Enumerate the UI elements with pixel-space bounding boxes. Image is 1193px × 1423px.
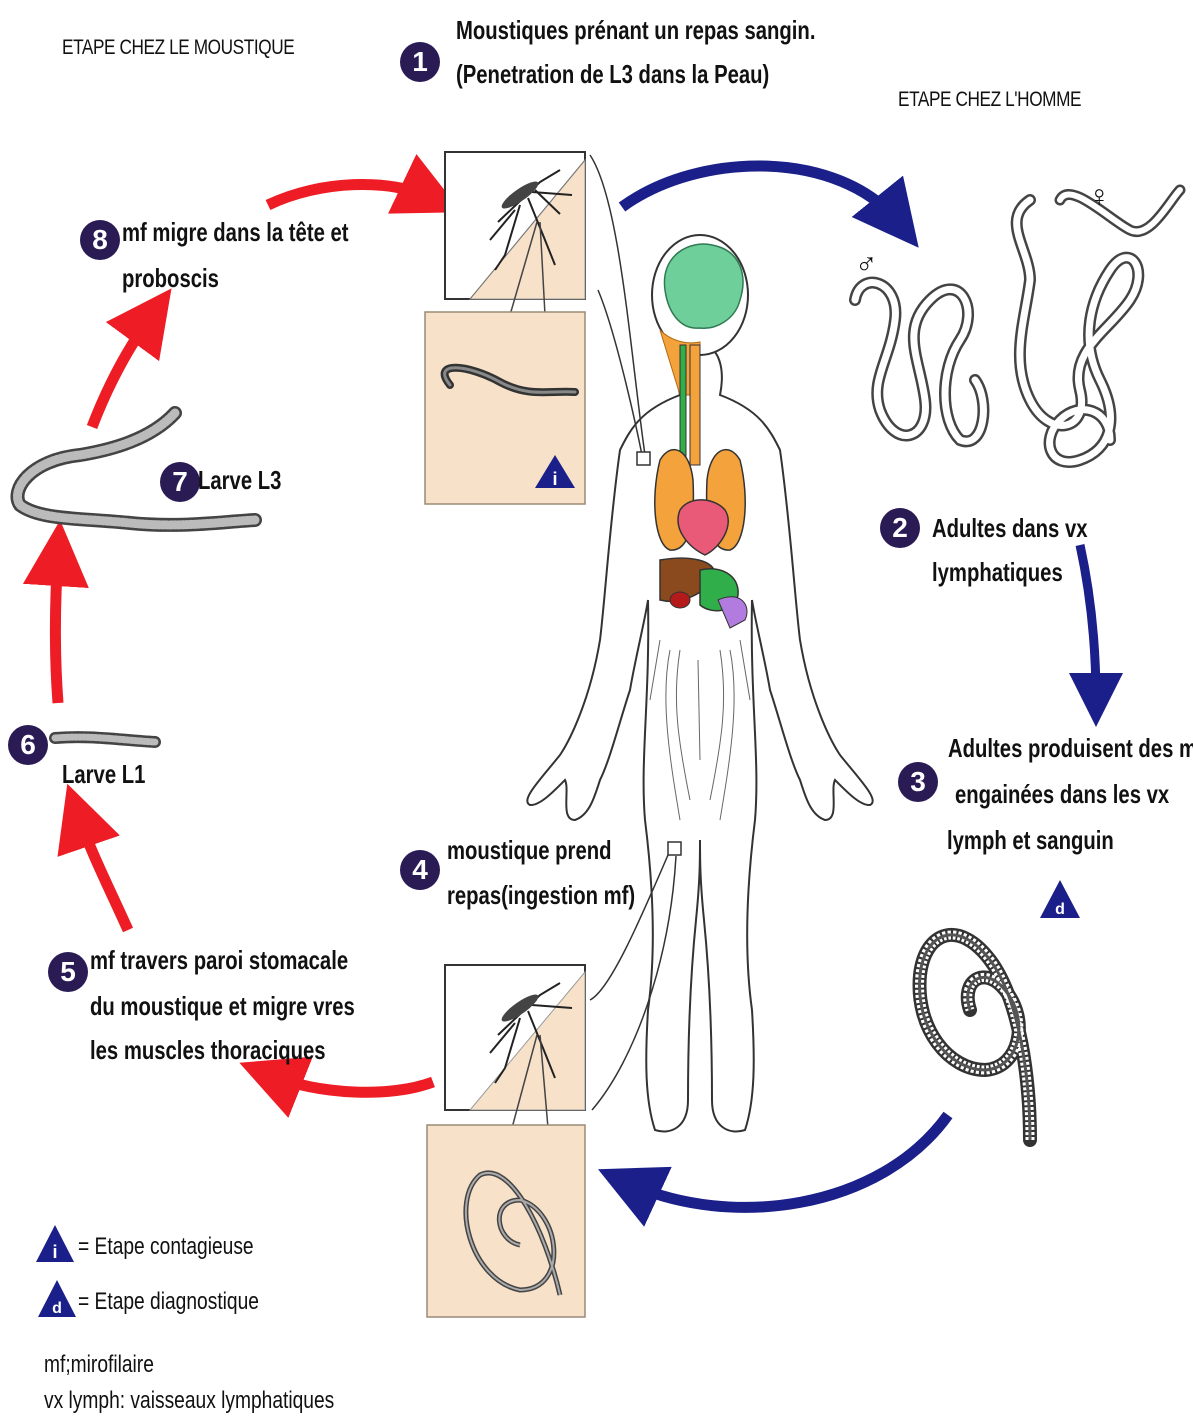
step-8-text-line2: proboscis <box>122 256 219 300</box>
brain <box>664 244 742 328</box>
step-3-text-line1: Adultes produisent des mf <box>948 726 1193 770</box>
legend-infective-icon: i <box>36 1225 74 1262</box>
step-2-badge: 2 <box>880 508 920 548</box>
diagnostic-stage-icon: d <box>1040 880 1080 918</box>
sheathed-microfilaria <box>920 935 1030 1140</box>
male-symbol: ♂ <box>855 248 878 282</box>
svg-text:i: i <box>52 1242 57 1262</box>
arrow-6-to-7 <box>55 553 58 703</box>
female-symbol: ♀ <box>1088 180 1111 214</box>
step-5-text-line1: mf travers paroi stomacale <box>90 938 348 982</box>
microfilaria-panel-bottom <box>427 1125 585 1317</box>
larva-l1 <box>55 737 155 742</box>
arrow-8-to-1 <box>268 184 432 205</box>
step-4-text-line2: repas(ingestion mf) <box>447 873 635 917</box>
step-6-text: Larve L1 <box>62 752 145 796</box>
step-5-badge: 5 <box>48 952 88 992</box>
mosquito-biting-panel-bottom <box>445 965 585 1110</box>
step-8-text-line1: mf migre dans la tête et <box>122 210 349 254</box>
step-2-text-line2: lymphatiques <box>932 550 1063 594</box>
step-6-badge: 6 <box>8 725 48 765</box>
arrow-2-to-3 <box>1080 545 1096 700</box>
step-3-text-line3: lymph et sanguin <box>947 818 1114 862</box>
legend-infective-label: = Etape contagieuse <box>78 1233 254 1261</box>
header-human-stage: ETAPE CHEZ L'HOMME <box>898 88 1081 112</box>
step-1-badge: 1 <box>400 42 440 82</box>
arrow-5-to-6 <box>78 815 128 930</box>
step-3-badge: 3 <box>898 762 938 802</box>
step-1-text-line1: Moustiques prénant un repas sangin. <box>456 8 815 52</box>
step-3-text-line2: engainées dans les vx <box>955 772 1169 816</box>
header-mosquito-stage: ETAPE CHEZ LE MOUSTIQUE <box>62 36 294 60</box>
step-5-text-line2: du moustique et migre vres <box>90 984 355 1028</box>
svg-text:i: i <box>552 469 557 489</box>
svg-text:d: d <box>1055 901 1065 918</box>
step-2-text-line1: Adultes dans vx <box>932 506 1088 550</box>
step-7-badge: 7 <box>160 462 200 502</box>
footnote-mf: mf;mirofilaire <box>44 1348 154 1382</box>
arrow-4-to-5 <box>270 1075 433 1092</box>
footnote-vx-lymph: vx lymph: vaisseaux lymphatiques <box>44 1384 334 1418</box>
step-1-text-line2: (Penetration de L3 dans la Peau) <box>456 52 769 96</box>
step-4-text-line1: moustique prend <box>447 828 612 872</box>
legend-diagnostic-label: = Etape diagnostique <box>78 1288 259 1316</box>
step-7-text: Larve L3 <box>198 458 281 502</box>
adult-worms <box>855 190 1180 462</box>
intestine <box>718 597 747 628</box>
step-8-badge: 8 <box>80 220 120 260</box>
arrow-1-to-2 <box>622 166 898 222</box>
svg-text:d: d <box>52 1300 62 1317</box>
mosquito-biting-panel-top <box>445 152 585 299</box>
step-4-badge: 4 <box>400 850 440 890</box>
arrow-7-to-8 <box>92 315 152 427</box>
step-5-text-line3: les muscles thoraciques <box>90 1028 326 1072</box>
legend-diagnostic-icon: d <box>38 1280 76 1317</box>
